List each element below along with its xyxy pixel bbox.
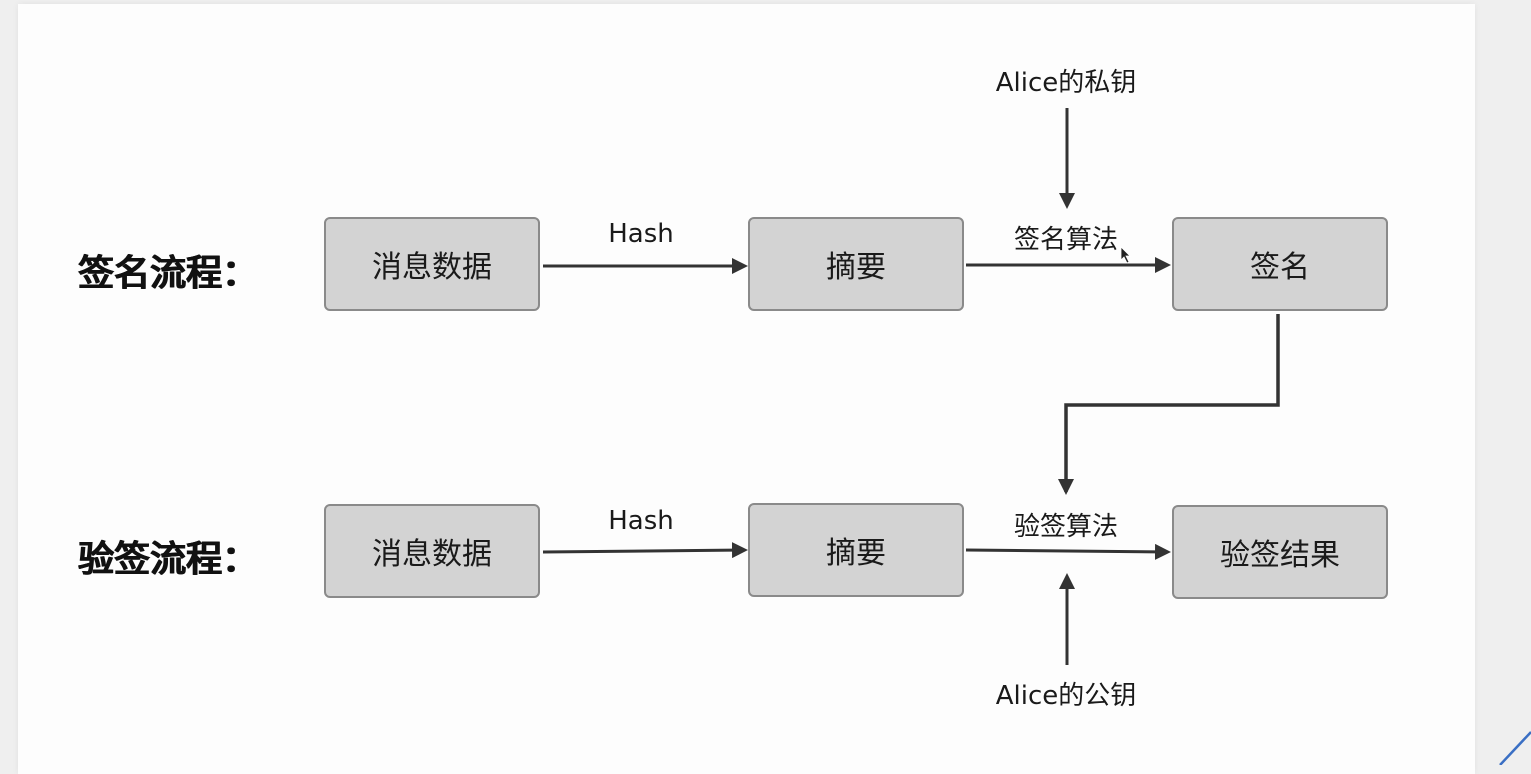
public-key-label: Alice的公钥 xyxy=(995,681,1137,711)
sign-message-label: 消息数据 xyxy=(372,250,492,285)
verify-flow-label: 验签流程： xyxy=(78,539,259,580)
slide-canvas xyxy=(18,4,1475,774)
verify-digest-label: 摘要 xyxy=(826,536,886,571)
sign-algorithm-label: 签名算法 xyxy=(1013,225,1119,255)
sign-flow-label: 签名流程： xyxy=(78,253,259,294)
signature-node: 签名 xyxy=(1172,217,1388,311)
verify-digest-node: 摘要 xyxy=(748,503,964,597)
sign-hash-label: Hash xyxy=(608,219,674,249)
private-key-label: Alice的私钥 xyxy=(995,68,1137,98)
verify-algorithm-label: 验签算法 xyxy=(1013,512,1119,542)
verify-result-label: 验签结果 xyxy=(1220,538,1340,573)
sign-message-node: 消息数据 xyxy=(324,217,540,311)
accent-line xyxy=(1499,731,1531,765)
sign-digest-node: 摘要 xyxy=(748,217,964,311)
verify-message-node: 消息数据 xyxy=(324,504,540,598)
verify-hash-label: Hash xyxy=(608,506,674,536)
verify-message-label: 消息数据 xyxy=(372,537,492,572)
sign-digest-label: 摘要 xyxy=(826,250,886,285)
verify-result-node: 验签结果 xyxy=(1172,505,1388,599)
mouse-cursor-icon xyxy=(1120,246,1131,264)
signature-label: 签名 xyxy=(1250,250,1310,285)
